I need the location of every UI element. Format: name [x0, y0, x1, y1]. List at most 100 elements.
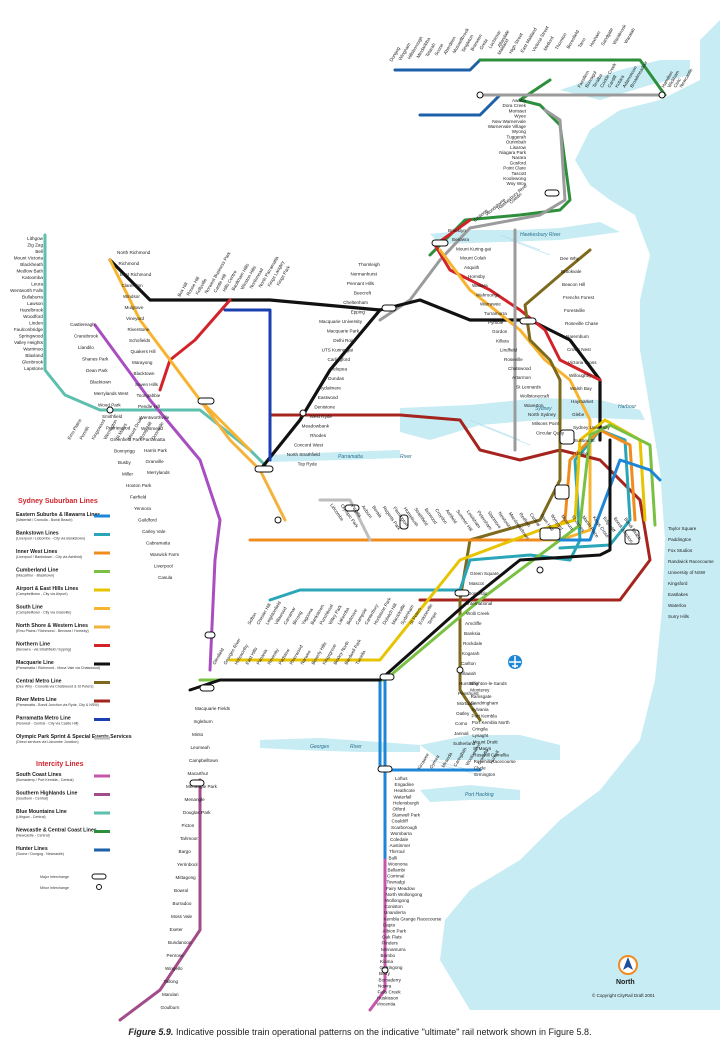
western-line: [108, 258, 252, 452]
station-label: New Warnervale: [492, 119, 526, 124]
station-label: Schofields: [129, 338, 151, 343]
station-label: St Marys: [473, 746, 492, 751]
interchange-hamilton: [658, 91, 666, 99]
station-label: Thirroul: [389, 849, 405, 854]
station-label: Narara: [512, 155, 526, 160]
station-label: Warnervale Village: [488, 124, 527, 129]
station-label: Dee Why: [560, 256, 580, 261]
interchange-sutherland: [377, 765, 393, 773]
station-label: Bullaburra: [22, 295, 43, 300]
station-label: Sandringham: [471, 701, 498, 706]
station-label: Willoughby: [569, 373, 592, 378]
interchange-campbelltown: [189, 779, 205, 787]
station-label: Hazelbrook: [20, 308, 44, 313]
interchange-sydenham: [454, 589, 470, 597]
station-label: Menangle Park: [186, 784, 218, 789]
station-label: Minnamurra: [381, 947, 406, 952]
station-label: Roseville: [504, 357, 523, 362]
water-label-hawkesbury: Hawkesbury River: [520, 232, 561, 238]
station-label: Ultimo: [575, 451, 588, 456]
station-label: Warrawee: [480, 302, 501, 307]
station-label: Parramatta: [143, 437, 166, 442]
station-label: University of NSW: [668, 570, 706, 575]
station-label: Coniston: [385, 904, 404, 909]
station-label: Milsons Point: [532, 421, 560, 426]
station-label: Allawah: [460, 671, 477, 676]
station-label: Falls Creek: [378, 990, 402, 995]
station-label: Picton: [182, 823, 195, 828]
station-label: Wyong: [512, 129, 527, 134]
station-label: Bulli: [389, 855, 398, 860]
station-label: Waterloo: [668, 603, 687, 608]
station-label: Kurnell: [489, 750, 500, 765]
station-label: Woodford: [23, 314, 43, 319]
station-label: Liverpool: [154, 564, 173, 569]
station-label: Pymble: [488, 320, 504, 325]
legend-line-name: Central Metro Line: [16, 679, 62, 685]
station-label: Mount Colah: [460, 256, 486, 261]
water-label-georges: Georges: [310, 744, 330, 750]
station-label: Merrylands: [147, 470, 170, 475]
station-label: Waterfall: [394, 794, 412, 799]
legend-line-name: South Line: [16, 605, 43, 611]
airport-icon: [508, 655, 522, 669]
macquarie-west: [258, 308, 382, 472]
interchange-chatswood: [519, 317, 537, 325]
bankstown-line: [268, 428, 632, 602]
station-label: Wahroonga: [476, 292, 500, 297]
station-label: Huskisson: [377, 996, 399, 1001]
station-label: Banksia: [464, 631, 481, 636]
station-label: Westmead: [141, 426, 163, 431]
station-label: Fairy Meadow: [386, 886, 416, 891]
station-label: Cringila: [472, 727, 488, 732]
station-label: Beecroft: [354, 291, 372, 296]
legend-minor-interchange: Minor Interchange: [40, 886, 69, 890]
legend-line-name: Hunter Lines: [16, 846, 48, 852]
station-label: Victoria Cross: [568, 360, 597, 365]
water-label-georges-river: River: [350, 744, 362, 750]
station-label: Miller: [122, 472, 133, 477]
station-label: Loftus: [395, 776, 408, 781]
station-label: Lapstone: [24, 366, 43, 371]
station-label: Berala: [371, 505, 383, 519]
station-label: Valley Heights: [14, 340, 44, 345]
station-label: Marulan: [162, 992, 179, 997]
station-label: Smithfield: [102, 414, 123, 419]
station-label: Woonona: [388, 861, 408, 866]
station-label: Minto: [192, 732, 204, 737]
water-labels: Hawkesbury River Sydney Harbour Parramat…: [310, 232, 636, 798]
north-arrow: North: [616, 955, 638, 986]
south-coast: [368, 858, 387, 1012]
legend-line-desc: (Dee Why - Cronulla via Chatswood & St P…: [16, 685, 94, 689]
station-label: Yennora: [134, 506, 151, 511]
station-label: Gordon: [492, 329, 508, 334]
legend-line-name: Inner West Lines: [16, 549, 58, 555]
station-label: Castlereagh: [70, 322, 95, 327]
station-label: West Ryde: [310, 414, 333, 419]
legend-line-desc: (Goulburn - Central): [16, 797, 48, 801]
station-label: Penrose: [167, 953, 185, 958]
legend-line-desc: (Parramatta / Richmond - Mona Vale via C…: [16, 666, 100, 670]
cc-line: [428, 78, 572, 257]
station-label: Paddington: [668, 537, 692, 542]
water-label-river: River: [400, 454, 412, 460]
station-label: Lysaght: [472, 733, 489, 738]
station-label: Lisarow: [510, 145, 527, 150]
legend-line-name: Southern Highlands Line: [16, 791, 78, 797]
station-label: Ramsgate: [471, 694, 492, 699]
station-label: Sussex St: [574, 438, 595, 443]
parramatta-metro: [223, 308, 272, 462]
station-label: Waitara: [472, 283, 488, 288]
station-label: Sefton: [247, 611, 258, 625]
station-label: Engadine: [395, 782, 415, 787]
station-label: Busby: [118, 460, 131, 465]
water-label-port-hacking: Port Hacking: [465, 792, 494, 798]
station-label: Lithgow: [27, 236, 44, 241]
macquarie-line: [108, 258, 602, 442]
south-line-west: [198, 398, 287, 522]
station-label: Concord West: [294, 443, 324, 448]
station-label: Blacktown: [90, 380, 111, 385]
station-label: Gosford: [510, 160, 527, 165]
station-label: Delhi Road: [333, 338, 356, 343]
station-label: Woy Woy: [507, 181, 527, 186]
